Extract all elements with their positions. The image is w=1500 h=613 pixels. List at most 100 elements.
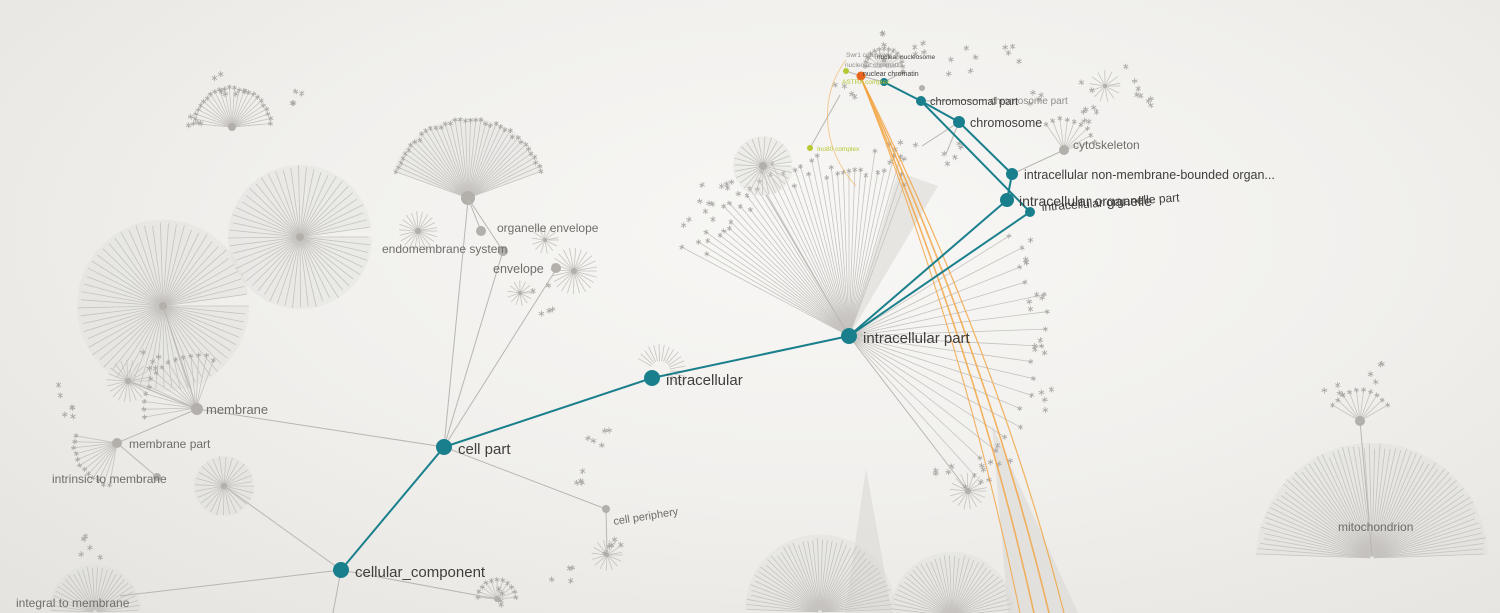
nuclear-chromatin-node[interactable] <box>856 71 866 81</box>
graph-label-cell-periphery[interactable]: cell periphery <box>613 506 680 528</box>
collapsed-subtree-icon <box>433 126 439 130</box>
node-label-intracellular-part[interactable]: intracellular part <box>863 330 971 347</box>
highlight-path-edge <box>651 335 850 379</box>
collapsed-subtree-icon <box>1010 44 1016 49</box>
graph-node-gray[interactable] <box>1355 416 1365 426</box>
fan-hub-node[interactable] <box>571 268 577 274</box>
graph-node-gray[interactable] <box>191 403 203 415</box>
graph-label-integral-to-membrane[interactable]: integral to membrane <box>16 596 130 610</box>
fan-spoke <box>746 609 819 613</box>
collapsed-subtree-icon <box>87 545 93 550</box>
graph-node-intracellular-part[interactable] <box>841 328 857 344</box>
graph-node-gray[interactable] <box>900 69 906 75</box>
fan-spoke <box>454 119 469 197</box>
fan-hub-node[interactable] <box>228 123 236 131</box>
graph-label-envelope[interactable]: envelope <box>493 262 544 276</box>
fan-spoke <box>408 231 418 249</box>
fan-spoke <box>86 276 162 306</box>
graph-node-gray[interactable] <box>112 438 122 448</box>
collapsed-subtree-icon <box>406 148 411 153</box>
fan-spoke <box>1337 399 1359 420</box>
graph-node-chromosome[interactable] <box>953 116 965 128</box>
graph-node-gray[interactable] <box>919 85 925 91</box>
fan-spoke <box>798 544 820 611</box>
collapsed-subtree-icon <box>1019 245 1025 250</box>
collapsed-subtree-icon <box>1038 92 1044 98</box>
fan-spoke <box>594 555 607 566</box>
node-label-intracellular[interactable]: intracellular <box>666 372 743 389</box>
fan-spoke <box>468 123 497 197</box>
node-label-chromosomal-part[interactable]: chromosomal part <box>930 96 1018 108</box>
graph-node-gray[interactable] <box>551 263 561 273</box>
graph-label-endomembrane-system[interactable]: endomembrane system <box>382 242 507 256</box>
graph-node-chromatin-junction[interactable] <box>880 78 888 86</box>
node-label-intracellular-non-membrane-bounded-organelle[interactable]: intracellular non-membrane-bounded organ… <box>1024 168 1275 182</box>
green-complex-node[interactable] <box>843 68 849 74</box>
graph-label-nuclear-chromatin[interactable]: nuclear chromatin <box>863 71 919 78</box>
graph-label-ino80-complex[interactable]: Ino80 complex <box>817 146 860 153</box>
graph-label-membrane-part[interactable]: membrane part <box>129 437 211 451</box>
fan-spoke <box>706 253 843 333</box>
fan-spoke <box>1091 76 1105 86</box>
collapsed-subtree-icon <box>578 478 584 484</box>
node-label-cellular-component[interactable]: cellular_component <box>355 564 486 581</box>
node-label-chromosome[interactable]: chromosome <box>970 116 1042 130</box>
fan-hub-node[interactable] <box>543 238 547 242</box>
graph-node-gray[interactable] <box>476 226 486 236</box>
graph-node-intracellular-non-membrane-bounded-organelle[interactable] <box>1006 168 1018 180</box>
node-label-cell-part[interactable]: cell part <box>458 441 511 458</box>
graph-node-chromosomal-part[interactable] <box>916 96 926 106</box>
fan-spoke <box>468 130 511 197</box>
fan-spoke <box>241 201 299 237</box>
graph-label-nucleolar-chromatin[interactable]: nucleolar chromatin <box>845 62 902 69</box>
fan-spoke <box>467 120 471 197</box>
graph-node-gray[interactable] <box>602 505 610 513</box>
collapsed-subtree-icon <box>1337 390 1343 396</box>
graph-node-gray[interactable] <box>881 57 887 63</box>
fan-hub-node[interactable] <box>759 162 767 170</box>
fan-spoke <box>538 227 545 240</box>
collapsed-subtree-icon <box>538 169 544 174</box>
fan-hub-node[interactable] <box>518 291 522 295</box>
collapsed-subtree-icon <box>1086 119 1092 124</box>
collapsed-subtree-icon <box>448 121 453 126</box>
graph-label-swr1-complex[interactable]: Swr1 complex <box>846 52 888 59</box>
fan-spoke <box>292 238 301 308</box>
graph-node-intracellular-organelle[interactable] <box>1000 193 1014 207</box>
graph-node-gray[interactable] <box>1059 145 1069 155</box>
fan-spoke <box>510 293 520 303</box>
graph-node-cellular-component[interactable] <box>333 562 349 578</box>
fan-spoke <box>79 443 116 466</box>
ino80-complex-node[interactable] <box>807 145 813 151</box>
collapsed-subtree-icon <box>706 201 712 205</box>
fan-spoke <box>162 307 165 387</box>
collapsed-subtree-icon <box>881 168 887 173</box>
fan-spoke <box>821 571 881 612</box>
fan-spoke <box>749 209 845 330</box>
fan-spoke <box>856 281 1026 335</box>
node-label-intracellular-organelle[interactable]: intracellular organelle <box>1019 193 1152 209</box>
graph-node-gray[interactable] <box>153 473 161 481</box>
fan-shadow-wedge <box>992 425 1078 613</box>
graph-label-nuclear-nucleosome[interactable]: nuclear nucleosome <box>877 54 936 61</box>
fan-hub-node[interactable] <box>415 228 421 234</box>
collapsed-subtree-icon <box>952 154 958 160</box>
collapsed-subtree-icon <box>832 82 838 87</box>
collapsed-subtree-icon <box>196 353 201 358</box>
graph-label-membrane[interactable]: membrane <box>206 402 268 417</box>
graph-label-intrinsic-to-membrane[interactable]: intrinsic to membrane <box>52 472 167 486</box>
fan-hub-node[interactable] <box>605 553 609 557</box>
graph-node-intracellular[interactable] <box>644 370 660 386</box>
fan-hub-node[interactable] <box>1103 84 1107 88</box>
graph-node-intracellular-organelle-part[interactable] <box>1025 207 1035 217</box>
graph-node-cell-part[interactable] <box>436 439 452 455</box>
graph-label-astra-complex[interactable]: ASTRA complex <box>842 79 890 86</box>
fan-hub-node[interactable] <box>296 233 304 241</box>
graph-label-chromosome-part[interactable]: chromosome part <box>990 96 1068 107</box>
graph-label-organelle-envelope[interactable]: organelle envelope <box>497 221 599 235</box>
graph-label-mitochondrion[interactable]: mitochondrion <box>1338 520 1413 534</box>
graph-node-gray[interactable] <box>498 246 508 256</box>
graph-label-cytoskeleton[interactable]: cytoskeleton <box>1073 138 1140 152</box>
